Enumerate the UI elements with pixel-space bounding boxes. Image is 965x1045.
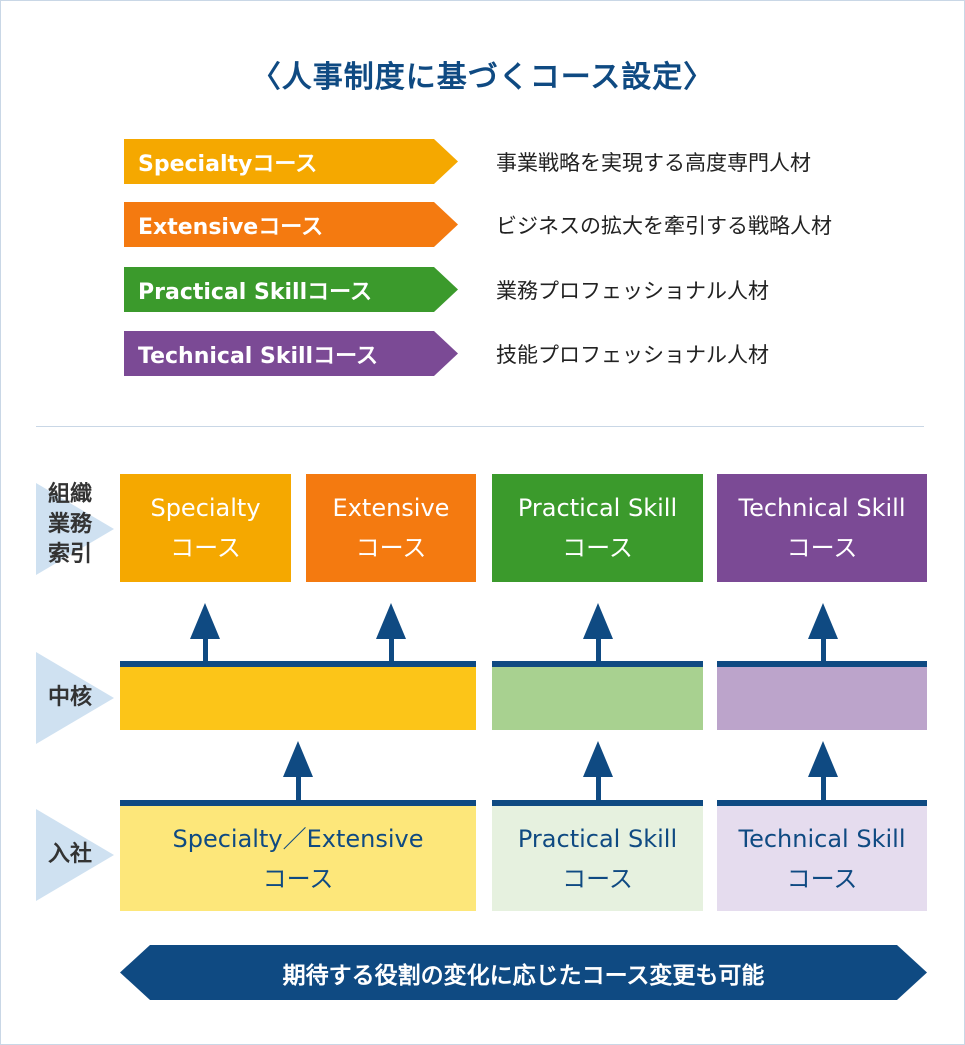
top-box-practical: Practical Skill コース — [492, 474, 703, 582]
middle-box-specialty-extensive — [120, 667, 476, 730]
diagram-title: 〈人事制度に基づくコース設定〉 — [250, 60, 715, 95]
top-box-practical-line2: コース — [562, 534, 633, 562]
bottom-box-specialty-extensive: Specialty／Extensive コース — [120, 806, 476, 911]
bottom-box-practical-line2: コース — [562, 864, 633, 893]
row-label-top-triangle — [36, 483, 114, 575]
arrow-up-icon — [583, 603, 613, 639]
arrow-up-icon — [808, 603, 838, 639]
legend-row-extensive: Extensiveコース ビジネスの拡大を牽引する戦略人材 — [124, 202, 832, 247]
row-label-bottom: 入社 — [36, 809, 114, 901]
legend-desc-technical: 技能プロフェッショナル人材 — [496, 342, 769, 367]
arrow-up-icon — [190, 603, 220, 639]
bottom-box-technical-line2: コース — [786, 864, 858, 893]
top-box-technical-line1: Technical Skill — [738, 494, 906, 522]
legend-desc-extensive: ビジネスの拡大を牽引する戦略人材 — [496, 213, 832, 238]
top-box-technical-line2: コース — [786, 534, 858, 562]
top-box-specialty-line1: Specialty — [150, 494, 261, 522]
arrow-up-shaft — [389, 636, 394, 662]
bottom-box-specialty-extensive-line2: コース — [262, 864, 334, 893]
top-box-extensive-line1: Extensive — [332, 494, 450, 522]
top-box-extensive: Extensive コース — [306, 474, 476, 582]
top-box-extensive-line2: コース — [355, 534, 427, 562]
legend-tag-specialty: Specialtyコース — [124, 139, 458, 184]
row-label-bottom-text: 入社 — [48, 842, 93, 867]
arrow-up-icon — [583, 741, 613, 777]
arrow-up-icon — [376, 603, 406, 639]
legend-row-specialty: Specialtyコース 事業戦略を実現する高度専門人材 — [124, 139, 811, 184]
section-divider — [36, 426, 924, 427]
bottom-bar-technical — [717, 800, 927, 806]
row-label-top-line1: 組織 — [48, 482, 93, 507]
top-box-specialty: Specialty コース — [120, 474, 291, 582]
arrow-up-shaft — [596, 636, 601, 662]
arrow-up-shaft — [821, 774, 826, 800]
course-change-banner: 期待する役割の変化に応じたコース変更も可能 — [120, 945, 927, 1000]
middle-bar-left — [120, 661, 476, 667]
row-label-middle-triangle — [36, 652, 114, 744]
bottom-box-practical-line1: Practical Skill — [517, 824, 678, 853]
row-label-top: 組織 業務 索引 — [36, 482, 114, 575]
legend-desc-specialty: 事業戦略を実現する高度専門人材 — [496, 150, 811, 175]
arrow-up-shaft — [203, 636, 208, 662]
bottom-box-technical: Technical Skill コース — [717, 806, 927, 911]
bottom-box-practical: Practical Skill コース — [492, 806, 703, 911]
legend-tag-practical: Practical Skillコース — [124, 267, 458, 312]
legend-tag-extensive: Extensiveコース — [124, 202, 458, 247]
top-box-specialty-line2: コース — [170, 534, 241, 562]
arrow-up-shaft — [296, 774, 301, 800]
middle-box-technical — [717, 667, 927, 730]
legend-tag-technical: Technical Skillコース — [124, 331, 458, 376]
arrow-up-icon — [808, 741, 838, 777]
bottom-box-specialty-extensive-line1: Specialty／Extensive — [172, 824, 424, 853]
middle-box-practical — [492, 667, 703, 730]
legend-row-practical: Practical Skillコース 業務プロフェッショナル人材 — [124, 267, 769, 312]
top-box-practical-line1: Practical Skill — [517, 494, 678, 522]
arrow-up-icon — [283, 741, 313, 777]
row-label-middle-text: 中核 — [48, 685, 93, 710]
row-label-middle: 中核 — [36, 652, 114, 744]
bottom-bar-left — [120, 800, 476, 806]
arrow-up-shaft — [596, 774, 601, 800]
bottom-bar-practical — [492, 800, 703, 806]
legend-row-technical: Technical Skillコース 技能プロフェッショナル人材 — [124, 331, 769, 376]
top-box-technical: Technical Skill コース — [717, 474, 927, 582]
row-label-top-line2: 業務 — [48, 512, 93, 537]
middle-bar-practical — [492, 661, 703, 667]
middle-bar-technical — [717, 661, 927, 667]
bottom-box-technical-line1: Technical Skill — [738, 824, 906, 853]
legend-desc-practical: 業務プロフェッショナル人材 — [496, 278, 769, 303]
row-label-bottom-triangle — [36, 809, 114, 901]
row-label-top-line3: 索引 — [48, 542, 93, 567]
arrow-up-shaft — [821, 636, 826, 662]
